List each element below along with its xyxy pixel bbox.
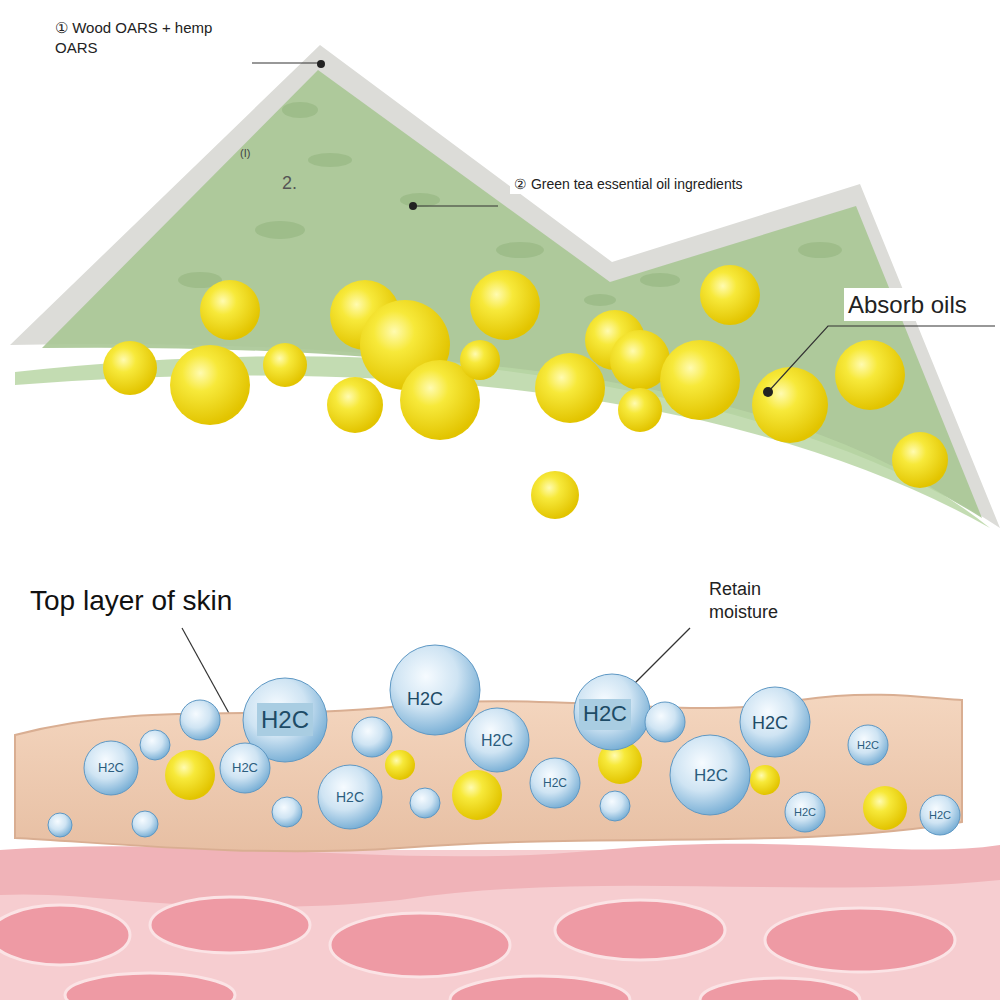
callout-text: Top layer of skin — [30, 583, 232, 619]
molecule-label: H2C — [694, 765, 728, 787]
leader-dots — [233, 60, 773, 733]
molecule-label: H2C — [407, 688, 443, 711]
molecule-label: H2C — [752, 712, 788, 735]
fiber-texture — [178, 102, 888, 306]
molecule-label: H2C — [336, 788, 364, 806]
molecule-label: H2C — [857, 738, 879, 752]
molecule-label: H2C — [98, 760, 124, 777]
molecule-label: H2C — [543, 776, 567, 792]
paper-sheet — [10, 45, 1000, 528]
callout-text: ② Green tea essential oil ingredients — [510, 174, 747, 194]
molecule-label: H2C — [794, 805, 816, 819]
callout-text: ① Wood OARS + hemp OARS — [55, 18, 235, 57]
callout-text: Retain moisture — [709, 578, 809, 625]
oil-droplets — [103, 265, 948, 519]
water-bubbles — [48, 645, 960, 837]
callout-text: Absorb oils — [844, 288, 971, 321]
dermis-band — [0, 844, 1000, 907]
leader-lines — [182, 63, 995, 726]
molecule-label: H2C — [232, 760, 258, 777]
molecule-label: H2C — [257, 703, 313, 736]
molecule-label: H2C — [481, 731, 513, 752]
molecule-label: H2C — [579, 699, 631, 730]
callout-number: (I) — [240, 146, 250, 160]
molecule-label: H2C — [929, 808, 951, 822]
skin-top-layer — [15, 695, 962, 852]
callout-number: 2. — [282, 172, 297, 195]
skin-cells — [0, 897, 955, 1000]
